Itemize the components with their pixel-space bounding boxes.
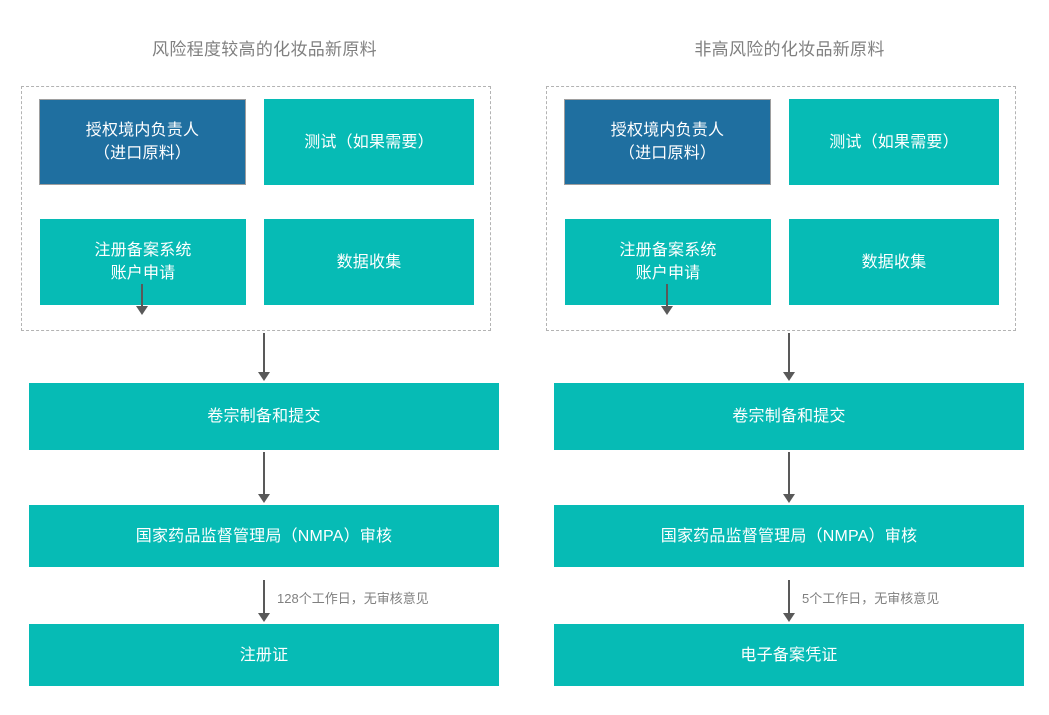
node-data-collection[interactable]: 数据收集 <box>789 219 999 305</box>
arrow-shaft <box>263 580 265 614</box>
arrow-head <box>136 306 148 315</box>
arrow-down-icon-group-to-dossier <box>257 333 271 382</box>
arrow-shaft <box>141 284 143 307</box>
arrow-head <box>258 494 270 503</box>
arrow-down-icon-group-to-dossier <box>782 333 796 382</box>
arrow-head <box>661 306 673 315</box>
flow-column-non-high-risk: 非高风险的化妆品新原料 授权境内负责人 （进口原料） 测试（如果需要） 注册备案… <box>537 0 1042 715</box>
node-final-certificate[interactable]: 电子备案凭证 <box>554 624 1024 686</box>
node-registration-system-account-application[interactable]: 注册备案系统 账户申请 <box>40 219 246 305</box>
arrow-label-review-duration: 128个工作日，无审核意见 <box>277 591 429 606</box>
arrow-head <box>783 372 795 381</box>
arrow-down-icon-dossier-to-review <box>782 452 796 504</box>
node-testing-if-needed[interactable]: 测试（如果需要） <box>789 99 999 185</box>
arrow-label-review-duration: 5个工作日，无审核意见 <box>802 591 940 606</box>
node-nmpa-review[interactable]: 国家药品监督管理局（NMPA）审核 <box>29 505 499 567</box>
arrow-head <box>783 613 795 622</box>
arrow-shaft <box>263 333 265 373</box>
arrow-down-icon-review-to-result <box>782 580 796 623</box>
node-authorized-domestic-responsible-person[interactable]: 授权境内负责人 （进口原料） <box>39 99 246 185</box>
flow-column-high-risk: 风险程度较高的化妆品新原料 授权境内负责人 （进口原料） 测试（如果需要） 注册… <box>12 0 517 715</box>
arrow-head <box>783 494 795 503</box>
node-dossier-preparation-submission[interactable]: 卷宗制备和提交 <box>554 383 1024 450</box>
preparation-group-non-high-risk: 授权境内负责人 （进口原料） 测试（如果需要） 注册备案系统 账户申请 数据收集 <box>546 86 1016 331</box>
node-final-certificate[interactable]: 注册证 <box>29 624 499 686</box>
arrow-down-icon-responsible-to-account <box>660 284 674 316</box>
arrow-head <box>258 372 270 381</box>
node-nmpa-review[interactable]: 国家药品监督管理局（NMPA）审核 <box>554 505 1024 567</box>
column-title-non-high-risk: 非高风险的化妆品新原料 <box>694 40 885 59</box>
arrow-shaft <box>263 452 265 495</box>
column-title-high-risk: 风险程度较高的化妆品新原料 <box>152 40 377 59</box>
node-registration-system-account-application[interactable]: 注册备案系统 账户申请 <box>565 219 771 305</box>
arrow-shaft <box>788 452 790 495</box>
node-data-collection[interactable]: 数据收集 <box>264 219 474 305</box>
arrow-head <box>258 613 270 622</box>
preparation-group-high-risk: 授权境内负责人 （进口原料） 测试（如果需要） 注册备案系统 账户申请 数据收集 <box>21 86 491 331</box>
arrow-shaft <box>788 333 790 373</box>
node-dossier-preparation-submission[interactable]: 卷宗制备和提交 <box>29 383 499 450</box>
arrow-down-icon-dossier-to-review <box>257 452 271 504</box>
arrow-shaft <box>666 284 668 307</box>
node-authorized-domestic-responsible-person[interactable]: 授权境内负责人 （进口原料） <box>564 99 771 185</box>
node-testing-if-needed[interactable]: 测试（如果需要） <box>264 99 474 185</box>
arrow-shaft <box>788 580 790 614</box>
arrow-down-icon-responsible-to-account <box>135 284 149 316</box>
arrow-down-icon-review-to-result <box>257 580 271 623</box>
